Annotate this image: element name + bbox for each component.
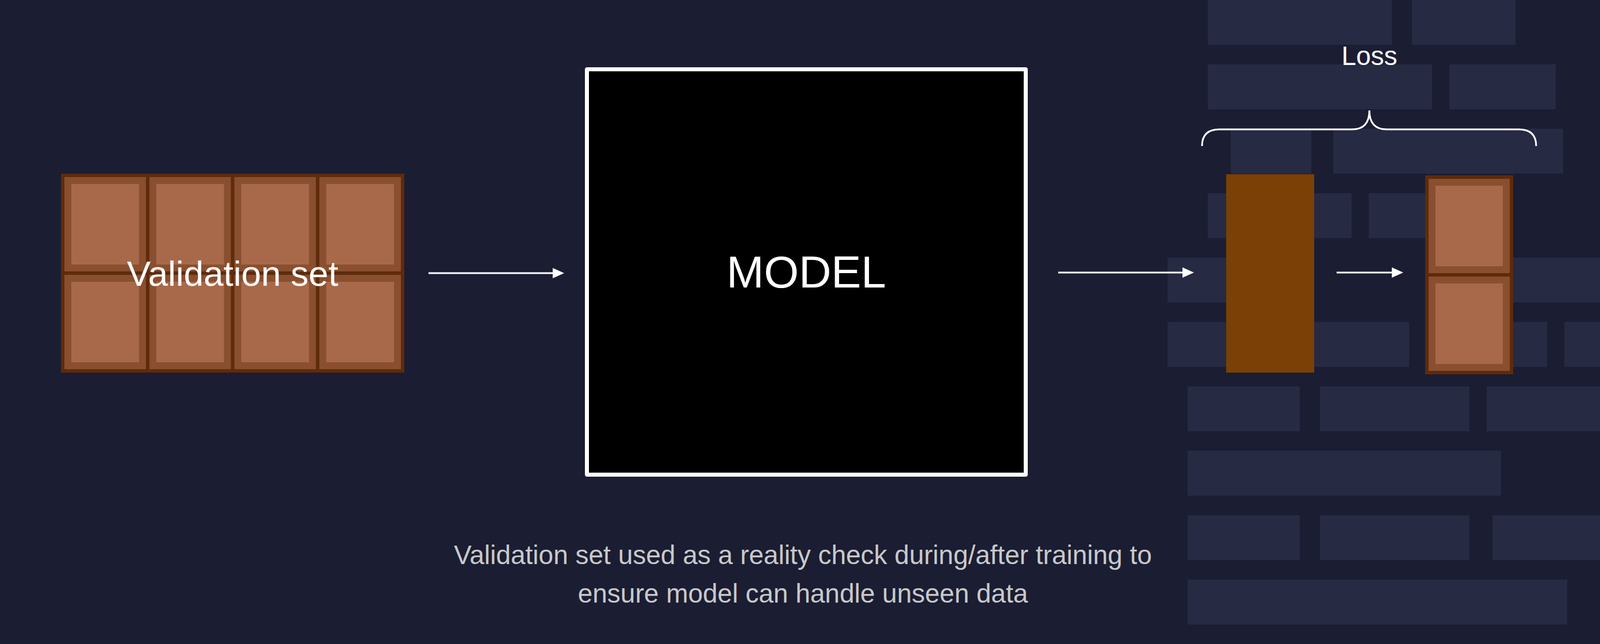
brick-pattern bbox=[1167, 0, 1600, 625]
node-label: Validation set bbox=[127, 253, 339, 294]
chocolate-bar: Validation set bbox=[60, 173, 405, 373]
output-chocolate bbox=[1425, 175, 1514, 375]
flow-arrow bbox=[428, 268, 565, 279]
node-label: MODEL bbox=[726, 246, 886, 299]
caption: Validation set used as a reality check d… bbox=[440, 536, 1166, 614]
model-box: MODEL bbox=[584, 67, 1028, 477]
output-arrows bbox=[1058, 267, 1404, 278]
loss-bar bbox=[1226, 174, 1315, 373]
loss-brace bbox=[1202, 110, 1537, 147]
loss-label: Loss bbox=[1341, 40, 1397, 72]
